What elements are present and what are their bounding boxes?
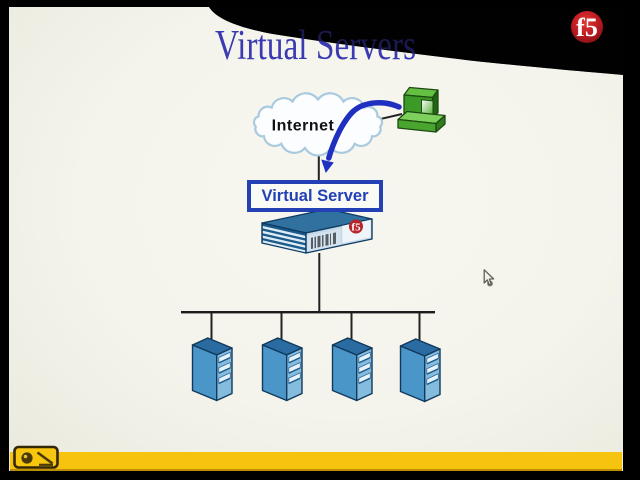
svg-text:Internet: Internet	[272, 118, 335, 135]
svg-text:f5: f5	[576, 13, 598, 42]
svg-text:f5: f5	[351, 222, 361, 234]
